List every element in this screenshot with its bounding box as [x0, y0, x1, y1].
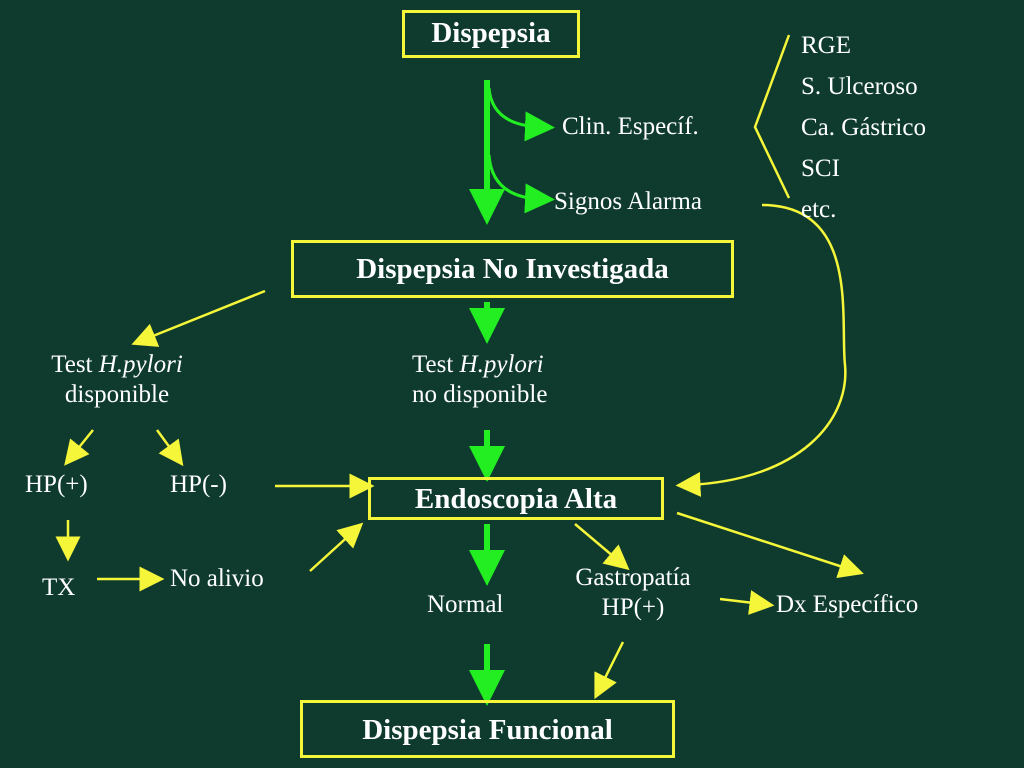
arrow-endoscopia-to-dx-especifico — [676, 511, 864, 579]
node-dispepsia: Dispepsia — [402, 10, 580, 58]
arrow-to-signos-alarma — [487, 154, 555, 214]
arrow-signos-alarma-to-endoscopia — [675, 203, 847, 497]
label-hp-pos: HP(+) — [25, 471, 88, 498]
label-tx: TX — [42, 574, 76, 601]
arrow-endoscopia-to-gastropatia — [574, 523, 630, 571]
arrow-gastropatia-to-funcional — [594, 641, 625, 700]
hpylori-word-2: H.pylori — [459, 351, 544, 378]
label-gastropatia-hp: Gastropatía HP(+) — [548, 563, 718, 623]
label-signos-alarma: Signos Alarma — [554, 188, 702, 215]
test-word: Test — [51, 351, 93, 378]
arrow-disponible-to-hp-neg — [155, 429, 184, 467]
label-test-hpylori-no-disponible: Test H.pylori no disponible — [412, 350, 547, 410]
arrow-disponible-to-hp-pos — [64, 429, 94, 466]
cause-sci: SCI — [801, 155, 840, 182]
arrow-gastropatia-to-dx-especifico — [719, 590, 775, 615]
label-test-hpylori-disponible: Test H.pylori disponible — [22, 350, 212, 410]
node-dispepsia-funcional: Dispepsia Funcional — [300, 700, 675, 758]
arrow-to-test-disponible — [131, 289, 266, 347]
arrow-no-alivio-to-endoscopia — [309, 522, 364, 572]
cause-etc: etc. — [801, 196, 837, 223]
label-no-alivio: No alivio — [170, 565, 264, 592]
disponible-word: disponible — [64, 381, 170, 408]
hpylori-word: H.pylori — [98, 351, 183, 378]
cause-s-ulceroso: S. Ulceroso — [801, 73, 918, 100]
test-word-2: Test — [412, 351, 454, 378]
bracket-clin-especif-causes — [753, 34, 791, 199]
causes-list: RGE S. Ulceroso Ca. Gástrico SCI etc. — [801, 25, 926, 230]
gastropatia-hp-word: HP(+) — [601, 594, 665, 621]
cause-rge: RGE — [801, 32, 851, 59]
node-endoscopia-alta: Endoscopia Alta — [368, 477, 664, 520]
cause-ca-gastrico: Ca. Gástrico — [801, 114, 926, 141]
gastropatia-word: Gastropatía — [575, 564, 691, 591]
no-disponible-word: no disponible — [412, 381, 548, 408]
label-clin-especif: Clin. Específ. — [562, 113, 699, 140]
label-dx-especifico: Dx Específico — [776, 591, 919, 618]
label-hp-neg: HP(-) — [170, 471, 227, 498]
label-normal: Normal — [427, 591, 504, 618]
node-dispepsia-no-investigada: Dispepsia No Investigada — [291, 240, 734, 298]
arrow-to-clin-especif — [487, 87, 555, 142]
